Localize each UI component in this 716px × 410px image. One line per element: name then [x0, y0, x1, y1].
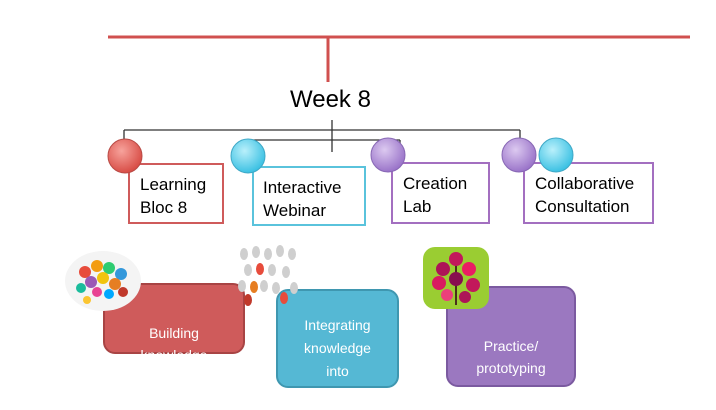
- node-collaborative-consultation: Collaborative Consultation: [523, 162, 654, 224]
- node-creation-lab: Creation Lab: [391, 162, 490, 224]
- node-learning-bloc: Learning Bloc 8: [128, 163, 224, 224]
- node-label: Creation Lab: [403, 174, 468, 216]
- node-label: Learning Bloc 8: [140, 175, 207, 217]
- activity-label: Building knowledge: [140, 325, 208, 363]
- flower-tree-icon: [423, 247, 489, 309]
- activity-label: Practice/ prototyping: [476, 338, 546, 376]
- colorful-brain-icon: [65, 251, 141, 311]
- week-title: Week 8: [290, 86, 371, 113]
- node-label: Interactive Webinar: [263, 178, 342, 220]
- cyan-circle-marker: [230, 138, 266, 174]
- node-interactive-webinar: Interactive Webinar: [252, 166, 366, 226]
- activity-label: Integrating knowledge into discourse: [304, 317, 371, 402]
- people-crowd-icon: [238, 245, 298, 306]
- cyan-circle-marker: [538, 137, 574, 173]
- activity-integrating-knowledge: Integrating knowledge into discourse: [276, 289, 399, 402]
- red-circle-marker: [107, 138, 143, 174]
- purple-circle-marker: [501, 137, 537, 173]
- node-label: Collaborative Consultation: [535, 174, 635, 216]
- purple-circle-marker: [370, 137, 406, 173]
